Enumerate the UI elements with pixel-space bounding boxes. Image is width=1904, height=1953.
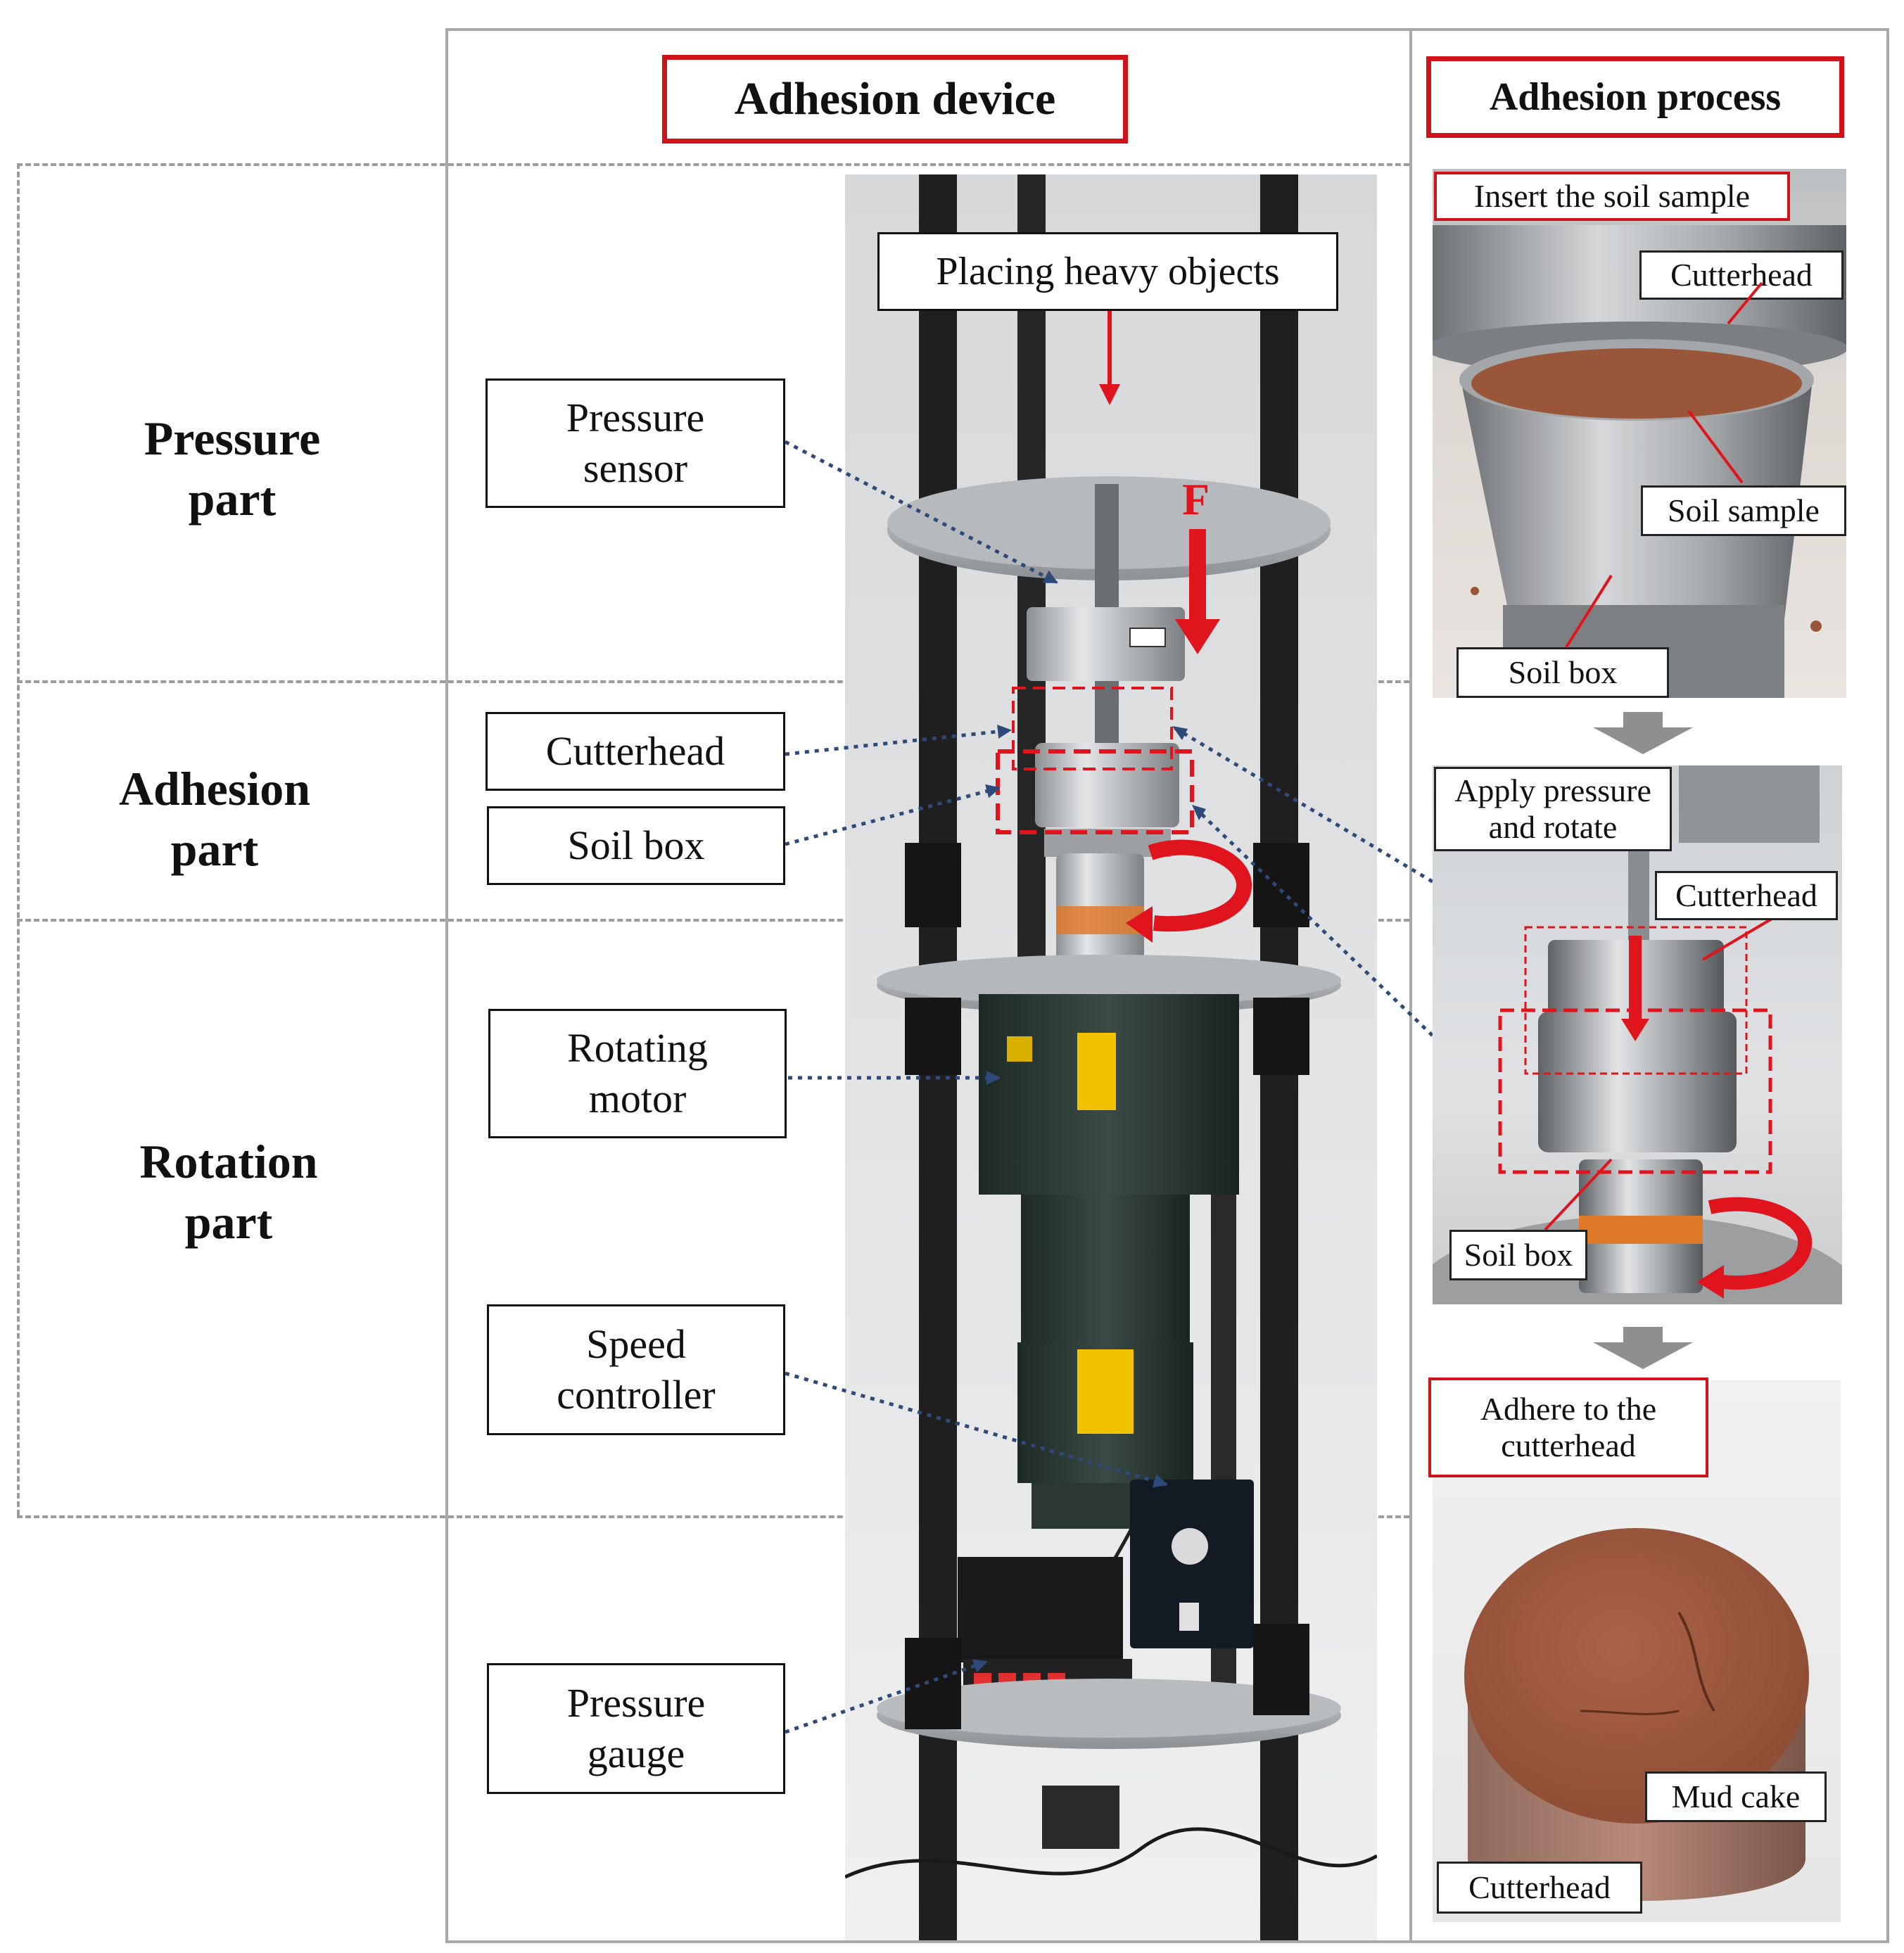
- speed-controller-callout: Speed controller: [487, 1304, 785, 1435]
- step3-title: Adhere to the cutterhead: [1428, 1378, 1708, 1477]
- step1-soil-box-label: Soil box: [1456, 647, 1669, 698]
- cutterhead-callout: Cutterhead: [485, 712, 785, 791]
- frame-bottom: [445, 1940, 1889, 1943]
- step3-cutterhead-label: Cutterhead: [1437, 1862, 1642, 1914]
- section-left-border: [17, 163, 20, 1515]
- adhesion-process-title-text: Adhesion process: [1489, 75, 1782, 119]
- section-divider-top: [17, 163, 1409, 166]
- pressure-sensor-callout: Pressure sensor: [485, 378, 785, 508]
- rotating-motor-callout: Rotating motor: [488, 1009, 787, 1138]
- step3-mud-cake-label: Mud cake: [1645, 1771, 1827, 1822]
- adhesion-device-title: Adhesion device: [662, 55, 1128, 144]
- step1-photo: [1433, 169, 1846, 698]
- apparatus-drawing: [845, 174, 1377, 1940]
- step3-drawing: [1464, 1528, 1809, 1901]
- step1-title: Insert the soil sample: [1434, 172, 1790, 221]
- pressure-gauge-callout: Pressure gauge: [487, 1663, 785, 1794]
- adhesion-process-title: Adhesion process: [1426, 56, 1844, 138]
- placing-heavy-objects-label: Placing heavy objects: [877, 232, 1338, 311]
- section-divider-pressure-adhesion: [17, 680, 1409, 683]
- adhesion-device-title-text: Adhesion device: [734, 73, 1056, 125]
- frame-left: [445, 28, 448, 1943]
- step2-soil-box-label: Soil box: [1449, 1230, 1587, 1280]
- section-label-adhesion: Adhesion part: [118, 762, 311, 876]
- step2-cutterhead-label: Cutterhead: [1655, 871, 1838, 920]
- frame-top: [445, 28, 1889, 31]
- step1-cutterhead-label: Cutterhead: [1639, 250, 1843, 300]
- step1-soil-sample-label: Soil sample: [1641, 485, 1846, 536]
- section-label-rotation: Rotation part: [139, 1135, 318, 1249]
- soil-box-callout: Soil box: [487, 806, 785, 885]
- section-divider-bottom: [17, 1515, 1409, 1518]
- frame-right: [1886, 28, 1889, 1943]
- step1-drawing: [1433, 225, 1846, 698]
- step2-title: Apply pressure and rotate: [1434, 767, 1672, 851]
- frame-divider: [1409, 28, 1412, 1943]
- apparatus-photo: [845, 174, 1377, 1940]
- force-label: F: [1182, 474, 1210, 524]
- section-label-pressure: Pressure part: [144, 412, 321, 526]
- section-divider-adhesion-rotation: [17, 919, 1409, 922]
